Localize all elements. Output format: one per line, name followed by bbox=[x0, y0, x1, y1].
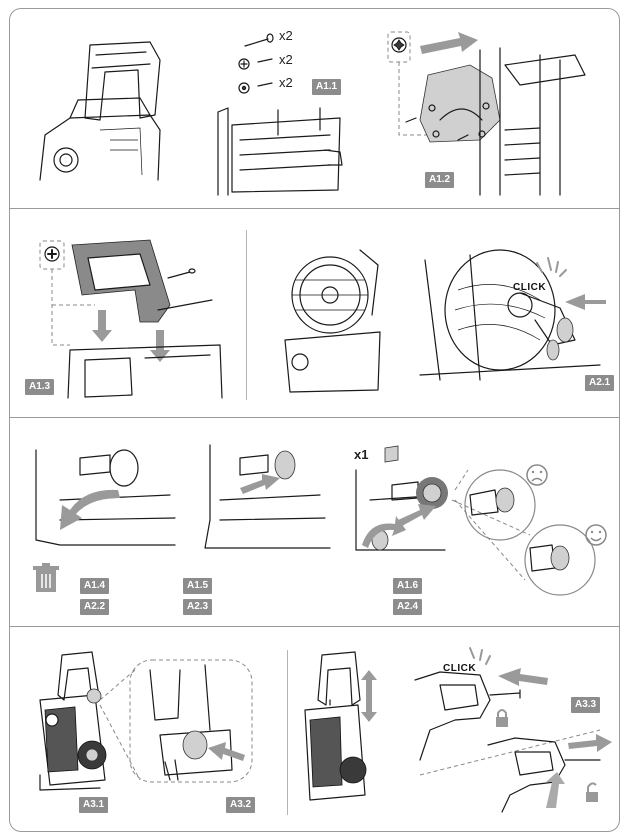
column-divider-row4 bbox=[287, 650, 288, 815]
sad-face-icon bbox=[526, 464, 548, 486]
step-label-a1-5: A1.5 bbox=[183, 578, 213, 594]
step-label-a2-3: A2.3 bbox=[183, 599, 213, 615]
connector-install-illustration bbox=[355, 445, 607, 596]
torx-screw-quantity: x2 bbox=[279, 75, 293, 90]
step-label-a2-2: A2.2 bbox=[80, 599, 110, 615]
row-divider-3 bbox=[9, 626, 620, 627]
step-label-a1-6: A1.6 bbox=[393, 578, 423, 594]
instruction-frame bbox=[9, 8, 620, 832]
happy-face-icon bbox=[585, 524, 607, 546]
connector-quantity: x1 bbox=[354, 447, 369, 462]
bracket-install-illustration bbox=[387, 31, 586, 196]
handle-attach-illustration bbox=[39, 239, 223, 399]
click-label-hose-reel: CLICK bbox=[513, 282, 547, 293]
step-label-a1-1: A1.1 bbox=[312, 79, 342, 95]
step-label-a1-2: A1.2 bbox=[425, 172, 455, 188]
bolt-quantity: x2 bbox=[279, 28, 293, 43]
trash-bin-icon bbox=[33, 563, 59, 592]
handle-mount-illustration bbox=[217, 33, 343, 196]
step-label-a3-3: A3.3 bbox=[571, 697, 601, 713]
phillips-screw-quantity: x2 bbox=[279, 52, 293, 67]
step-label-a2-1: A2.1 bbox=[585, 375, 615, 391]
row-divider-2 bbox=[9, 417, 620, 418]
lock-open-icon bbox=[586, 782, 598, 802]
column-divider-row2 bbox=[246, 230, 247, 400]
step-label-a3-2: A3.2 bbox=[226, 797, 256, 813]
lock-closed-icon bbox=[496, 709, 508, 727]
click-label-trigger-gun: CLICK bbox=[443, 663, 477, 674]
step-label-a1-4: A1.4 bbox=[80, 578, 110, 594]
outlet-check-illustration bbox=[204, 444, 331, 549]
step-label-a2-4: A2.4 bbox=[393, 599, 423, 615]
cap-removal-illustration bbox=[33, 449, 176, 592]
step-label-a1-3: A1.3 bbox=[25, 379, 55, 395]
pressure-washer-top-illustration bbox=[39, 41, 161, 181]
row-divider-1 bbox=[9, 208, 620, 209]
hose-reel-illustration bbox=[284, 249, 606, 393]
step-label-a3-1: A3.1 bbox=[79, 797, 109, 813]
